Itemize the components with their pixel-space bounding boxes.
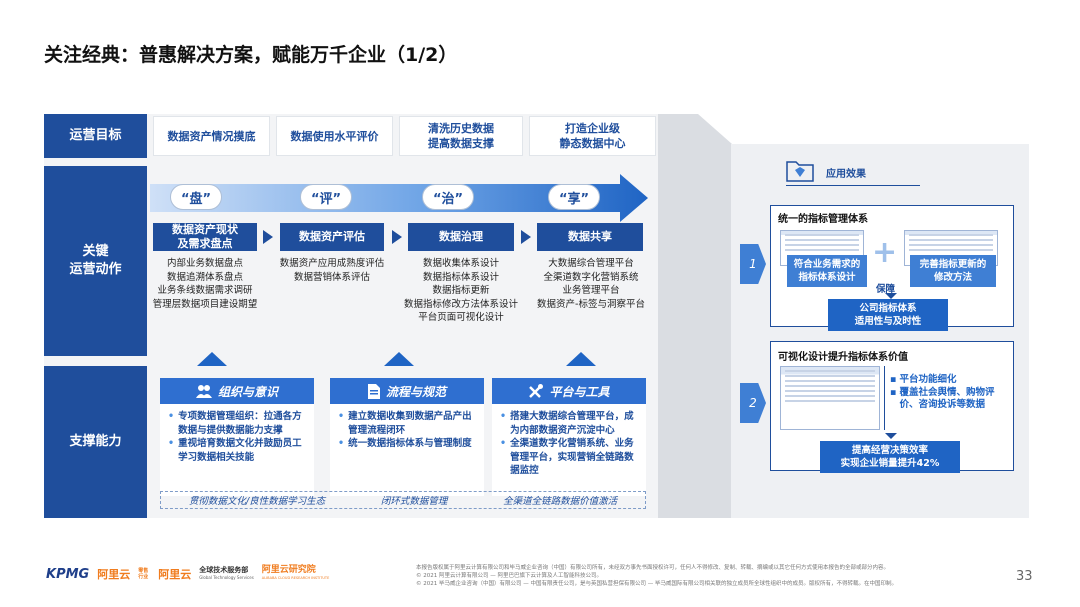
step-item: 数据资产-标签与洞察平台 bbox=[537, 298, 645, 310]
phase-label: “盘” bbox=[170, 184, 222, 210]
disclaimer: 本报告版权属于阿里云计算有限公司和毕马威企业咨询（中国）有限公司所有，未经双方事… bbox=[416, 564, 998, 588]
step-item: 业务条线数据需求调研 bbox=[157, 285, 253, 296]
step-item: 数据指标更新 bbox=[432, 285, 490, 296]
page-title: 关注经典：普惠解决方案，赋能万千企业（1/2） bbox=[44, 44, 458, 66]
phase-label: “治” bbox=[422, 184, 474, 210]
footer-tag: 闭环式数据管理 bbox=[380, 496, 448, 507]
arrow-label: 保障 bbox=[876, 284, 896, 295]
down-arrow bbox=[885, 433, 897, 439]
support-arrow bbox=[197, 352, 227, 366]
logo-subtext: 全球技术服务部 bbox=[199, 566, 249, 574]
step-item: 全渠道数字化营销系统 bbox=[543, 271, 639, 283]
footer-tag-bar: 贯彻数据文化/良性数据学习生态 闭环式数据管理 全渠道全链路数据价值激活 bbox=[160, 491, 646, 509]
disclaimer-line: © 2021 毕马威企业咨询（中国）有限公司 — 中国有限责任公司，是与英国私营… bbox=[416, 581, 897, 587]
capability-column: 流程与规范 •建立数据收集到数据产品产出管理流程闭环 •统一数据指标体系与管理制… bbox=[330, 378, 484, 496]
step-arrow bbox=[392, 230, 402, 244]
document-icon bbox=[367, 383, 380, 399]
capability-item: 专项数据管理组织：拉通各方数据与提供数据能力支撑 bbox=[178, 411, 302, 436]
card-title: 可视化设计提升指标体系价值 bbox=[778, 352, 908, 363]
phase-label: “评” bbox=[300, 184, 352, 210]
divider bbox=[884, 366, 885, 430]
logo-subtext: Global Technology Services bbox=[199, 575, 254, 580]
divider bbox=[786, 185, 920, 186]
capability-item: 搭建大数据综合管理平台，成为内部数据资产沉淀中心 bbox=[510, 411, 634, 436]
aliyun-logo: 阿里云 bbox=[158, 568, 192, 581]
disclaimer-line: © 2021 阿里云计算有限公司 — 阿里巴巴旗下云计算及人工智能科技公司。 bbox=[416, 573, 602, 579]
step-arrow bbox=[263, 230, 273, 244]
effects-heading: 应用效果 bbox=[826, 169, 866, 180]
dashboard-thumbnail bbox=[780, 366, 880, 430]
footer-tag: 贯彻数据文化/良性数据学习生态 bbox=[188, 496, 326, 507]
step-item: 管理层数据项目建设期望 bbox=[152, 298, 258, 310]
capability-title: 组织与意识 bbox=[217, 384, 278, 399]
step-item: 平台页面可视化设计 bbox=[418, 312, 504, 323]
step-header: 数据资产现状 及需求盘点 bbox=[153, 223, 257, 251]
goal-cell: 数据资产情况摸底 bbox=[153, 116, 270, 156]
capability-column: 组织与意识 •专项数据管理组织：拉通各方数据与提供数据能力支撑 •重视培育数据文… bbox=[160, 378, 314, 496]
step-item: 数据追溯体系盘点 bbox=[166, 271, 243, 283]
step-item: 内部业务数据盘点 bbox=[166, 258, 243, 269]
step-item: 数据营销体系评估 bbox=[293, 271, 370, 283]
aliyun-logo: 阿里云 bbox=[97, 568, 131, 581]
card-title: 统一的指标管理体系 bbox=[778, 214, 868, 225]
disclaimer-line: 本报告版权属于阿里云计算有限公司和毕马威企业咨询（中国）有限公司所有，未经双方事… bbox=[416, 565, 890, 571]
process-arrow bbox=[150, 174, 648, 222]
capability-item: 建立数据收集到数据产品产出管理流程闭环 bbox=[348, 411, 472, 436]
goal-cell: 数据使用水平评价 bbox=[276, 116, 393, 156]
logo-strip: KPMG 阿里云 零售行业 阿里云 全球技术服务部 Global Technol… bbox=[46, 566, 329, 582]
tools-icon bbox=[529, 383, 544, 398]
folder-icon bbox=[786, 161, 814, 182]
capability-item: 全渠道数字化营销系统、业务管理平台，实现营销全链路数据监控 bbox=[510, 438, 634, 476]
effect-badge: 完善指标更新的 修改方法 bbox=[910, 255, 996, 287]
row-label-action: 关键 运营动作 bbox=[44, 166, 147, 356]
plus-sign: + bbox=[872, 235, 898, 270]
card-bullet: 平台功能细化 bbox=[899, 374, 957, 385]
page-number: 33 bbox=[1016, 569, 1033, 584]
step-item: 数据指标体系设计 bbox=[422, 271, 499, 283]
kpmg-logo: KPMG bbox=[46, 566, 90, 582]
card-bullet: 覆盖社会舆情、购物评价、咨询投诉等数据 bbox=[899, 386, 995, 411]
capability-item: 统一数据指标体系与管理制度 bbox=[348, 438, 472, 449]
step-item: 业务管理平台 bbox=[562, 285, 620, 296]
phase-label: “享” bbox=[548, 184, 600, 210]
capability-item: 重视培育数据文化并鼓励员工学习数据相关技能 bbox=[178, 438, 302, 463]
capability-title: 平台与工具 bbox=[549, 384, 610, 399]
effect-result: 公司指标体系 适用性与及时性 bbox=[828, 299, 948, 331]
capability-title: 流程与规范 bbox=[385, 384, 446, 399]
logo-subtext: 零售行业 bbox=[138, 568, 149, 580]
step-header: 数据资产评估 bbox=[280, 223, 384, 251]
goal-cell: 清洗历史数据 提高数据支撑 bbox=[399, 116, 523, 156]
support-arrow bbox=[384, 352, 414, 366]
research-logo: 阿里云研究院 bbox=[261, 565, 316, 575]
step-header: 数据治理 bbox=[408, 223, 514, 251]
down-arrow bbox=[885, 293, 897, 299]
footer-tag: 全渠道全链路数据价值激活 bbox=[503, 496, 618, 507]
step-item: 大数据综合管理平台 bbox=[548, 258, 634, 269]
step-header: 数据共享 bbox=[537, 223, 643, 251]
row-label-goal: 运营目标 bbox=[44, 114, 147, 158]
goal-cell: 打造企业级 静态数据中心 bbox=[529, 116, 656, 156]
effect-result: 提高经营决策效率 实现企业销量提升42% bbox=[820, 441, 960, 473]
row-label-support: 支撑能力 bbox=[44, 366, 147, 518]
support-arrow bbox=[566, 352, 596, 366]
effect-badge: 符合业务需求的 指标体系设计 bbox=[787, 255, 867, 287]
capability-column: 平台与工具 •搭建大数据综合管理平台，成为内部数据资产沉淀中心 •全渠道数字化营… bbox=[492, 378, 646, 496]
step-item: 数据指标修改方法体系设计 bbox=[403, 298, 518, 310]
logo-subtext: ALIBABA CLOUD RESEARCH INSTITUTE bbox=[261, 576, 330, 580]
step-item: 数据资产应用成熟度评估 bbox=[279, 258, 385, 269]
step-arrow bbox=[521, 230, 531, 244]
connector-shape bbox=[658, 114, 732, 518]
people-icon bbox=[195, 385, 212, 398]
step-item: 数据收集体系设计 bbox=[422, 258, 499, 269]
